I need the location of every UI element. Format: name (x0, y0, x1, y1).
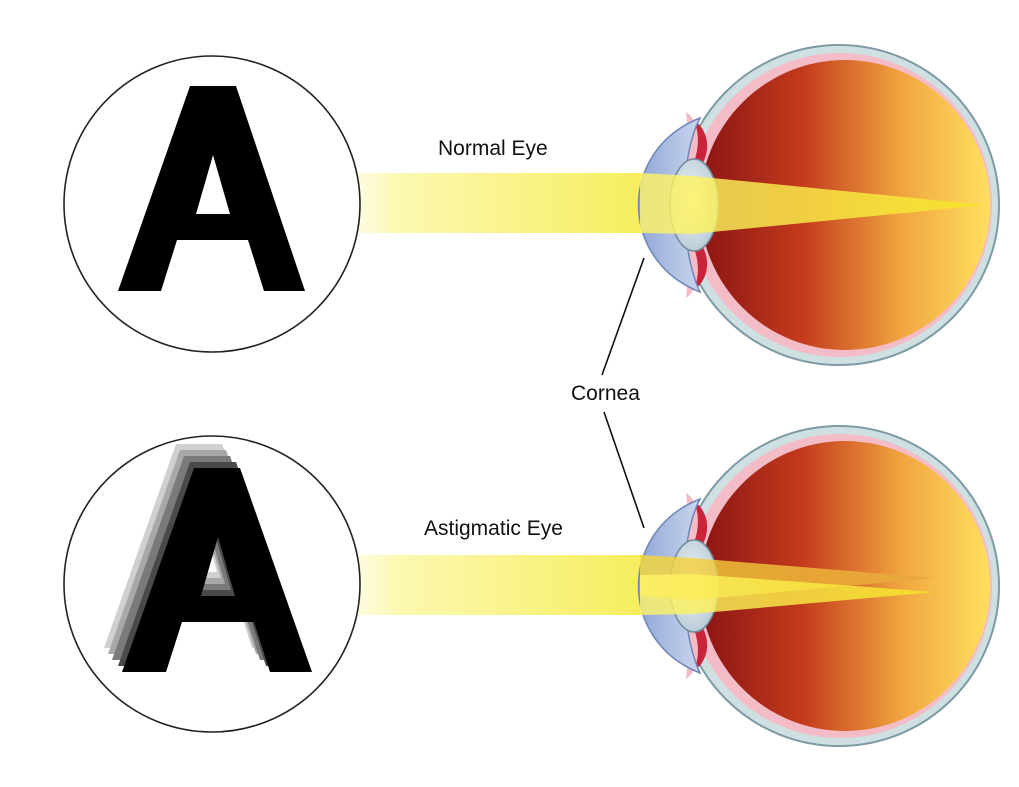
cornea-label: Cornea (571, 382, 640, 405)
astigmatic-eye-group (63, 425, 1000, 747)
astigmatic-letter-a (104, 444, 312, 672)
astigmatic-light-beam (330, 555, 680, 615)
normal-eye-group (63, 44, 1000, 366)
astigmatic-focus-beam-lower (640, 574, 935, 615)
astigmatic-letter-circle (63, 435, 361, 733)
astigmatic-eyeball (637, 425, 1000, 747)
cornea-leader-bottom (603, 411, 645, 529)
normal-focus-beam (640, 173, 985, 234)
normal-eye-label: Normal Eye (438, 137, 548, 160)
normal-letter-circle (63, 55, 361, 353)
astigmatic-eye-label: Astigmatic Eye (424, 517, 563, 540)
normal-light-beam (330, 173, 680, 233)
cornea-leader-top (601, 257, 645, 376)
normal-letter-a (118, 86, 305, 291)
normal-eyeball (637, 44, 1000, 366)
